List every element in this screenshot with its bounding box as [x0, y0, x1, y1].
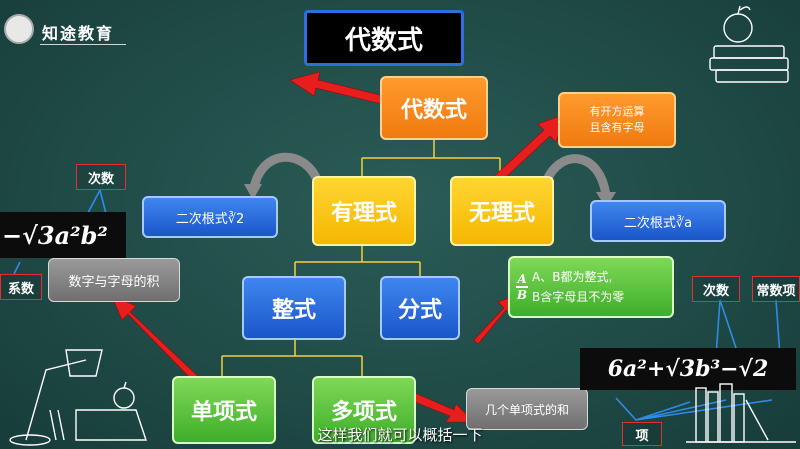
red-arrows	[111, 71, 567, 423]
brand-logo	[4, 14, 34, 44]
brand-underline	[40, 44, 126, 45]
apple-books-doodle-icon	[709, 5, 789, 83]
quadratic-root-example-right: 二次根式∛a	[590, 200, 726, 242]
node-polynomial: 多项式	[312, 376, 416, 444]
label-degree-right: 次数	[692, 276, 740, 302]
label-pointer-lines	[13, 189, 781, 421]
fraction-bar	[516, 286, 528, 288]
irrational-definition-line-1: 有开方运算	[589, 105, 645, 118]
label-constant-term: 常数项	[752, 276, 800, 302]
bookshelf-doodle-icon	[686, 383, 796, 443]
node-irrational-expression: 无理式	[450, 176, 554, 246]
tree-lines	[221, 140, 501, 376]
desk-lamp-doodle-icon	[9, 349, 147, 446]
fraction-definition-note: A B A、B都为整式, B含字母且不为零	[508, 256, 674, 318]
fraction-numerator: A	[517, 272, 527, 287]
fraction-definition-line-2: B含字母且不为零	[532, 290, 625, 304]
quadratic-root-example-left: 二次根式∛2	[142, 196, 278, 238]
monomial-example-formula: −√3a²b²	[0, 212, 126, 258]
node-rational-expression: 有理式	[312, 176, 416, 246]
red-arrow-title	[289, 71, 385, 105]
node-integral-expression: 整式	[242, 276, 346, 340]
fraction-definition-line-1: A、B都为整式,	[532, 270, 613, 284]
label-term: 项	[622, 422, 662, 446]
curved-arrow-left	[249, 152, 323, 190]
label-coefficient: 系数	[0, 274, 42, 300]
fraction-denominator: B	[516, 287, 528, 302]
curved-arrow-left-head	[244, 184, 262, 200]
monomial-definition-note: 数字与字母的积	[48, 258, 180, 302]
brand-name: 知途教育	[42, 24, 115, 43]
video-subtitle: 这样我们就可以概括一下	[317, 426, 483, 444]
node-algebraic-expression: 代数式	[380, 76, 488, 140]
label-degree-left: 次数	[76, 164, 126, 190]
curved-arrow-right	[541, 154, 611, 197]
fraction-definition-text: A、B都为整式, B含字母且不为零	[532, 267, 624, 307]
irrational-definition-line-2: 且含有字母	[589, 121, 645, 134]
polynomial-example-formula: 6a²+√3b³−√2	[580, 348, 796, 390]
polynomial-definition-note: 几个单项式的和	[466, 388, 588, 430]
node-monomial: 单项式	[172, 376, 276, 444]
fraction-symbol: A B	[516, 272, 528, 302]
irrational-definition-note: 有开方运算 且含有字母	[558, 92, 676, 148]
page-title: 代数式	[304, 10, 464, 66]
node-fractional-expression: 分式	[380, 276, 460, 340]
